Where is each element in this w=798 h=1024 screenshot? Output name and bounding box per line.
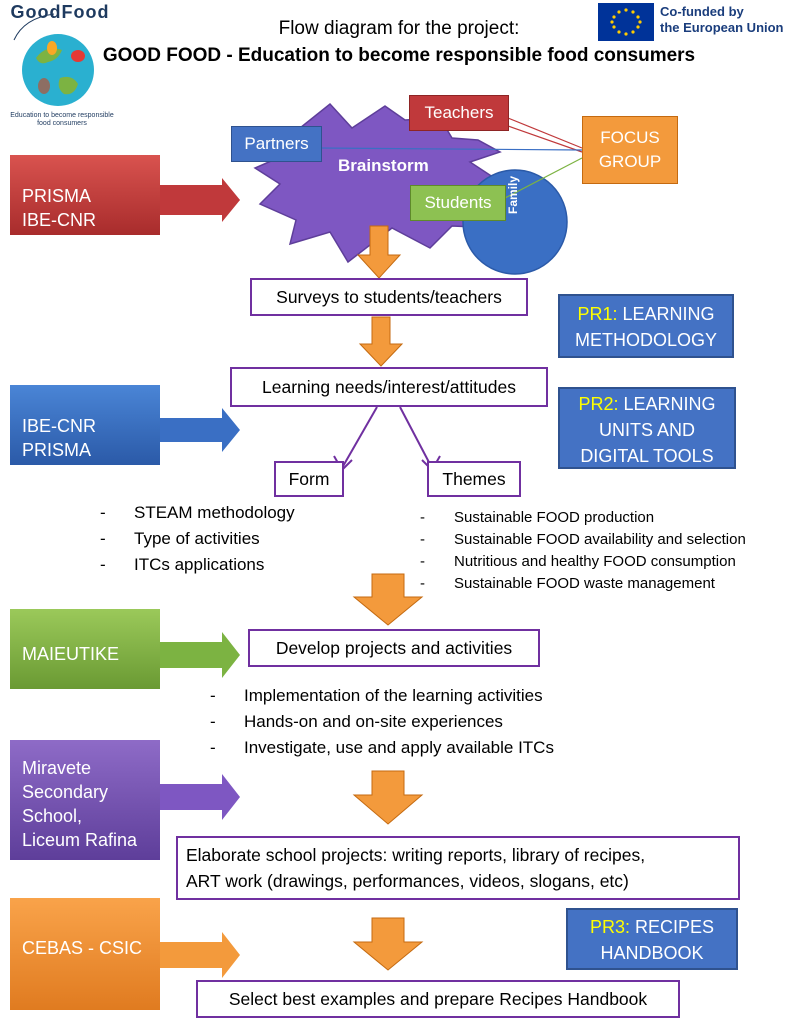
pr1-line2: METHODOLOGY [574, 330, 717, 350]
form-box: Form [274, 461, 344, 497]
org-1-line-2: IBE-CNR [22, 210, 97, 230]
pr1-line1: PR1: LEARNING [560, 301, 732, 327]
list-item: Investigate, use and apply available ITC… [210, 735, 554, 761]
pr1-code: PR1: [577, 304, 618, 324]
pr2-line3: DIGITAL TOOLS [580, 446, 714, 466]
logo-tagline: Education to become responsible food con… [10, 112, 114, 127]
pr3-line2: HANDBOOK [600, 943, 704, 963]
focus-group-box: FOCUS GROUP [582, 116, 678, 184]
org-label-miravete: Miravete Secondary School, Liceum Rafina [10, 748, 160, 852]
org-4-line-2: Secondary [22, 782, 109, 802]
develop-items-list: Implementation of the learning activitie… [210, 683, 554, 761]
down-arrow-1 [356, 225, 402, 279]
brainstorm-label: Brainstorm [338, 156, 429, 175]
pr3-box: PR3: RECIPES HANDBOOK [566, 908, 738, 970]
org-3-line-1: MAIEUTIKE [22, 644, 120, 664]
pr1-title-part1: LEARNING [617, 304, 715, 324]
list-item: Sustainable FOOD production [420, 507, 746, 529]
list-item: STEAM methodology [100, 500, 295, 526]
diagram-title-line1: Flow diagram for the project: [278, 18, 520, 39]
org-5-line-1: CEBAS - CSIC [22, 938, 143, 958]
themes-box: Themes [427, 461, 521, 497]
org-label-ibe-prisma: IBE-CNR PRISMA [10, 406, 160, 462]
org-label-cebas: CEBAS - CSIC [10, 936, 160, 960]
diagram-title-line2: GOOD FOOD - Education to become responsi… [102, 45, 696, 66]
elaborate-box: Elaborate school projects: writing repor… [176, 836, 740, 900]
list-item: Type of activities [100, 526, 295, 552]
org-block-shape-1 [10, 155, 240, 235]
focus-group-line2: GROUP [598, 152, 662, 171]
pr2-line1: PR2: LEARNING [560, 391, 734, 417]
list-item: Hands-on and on-site experiences [210, 709, 554, 735]
org-4-line-1: Miravete [22, 758, 92, 778]
develop-box: Develop projects and activities [248, 629, 540, 667]
teachers-box: Teachers [409, 95, 509, 131]
eu-badge-line1: Co-funded by [660, 4, 744, 19]
pr1-box: PR1: LEARNING METHODOLOGY [558, 294, 734, 358]
org-2-line-1: IBE-CNR [22, 416, 97, 436]
org-block-shape-4 [10, 740, 240, 860]
select-box: Select best examples and prepare Recipes… [196, 980, 680, 1018]
goodfood-logo-icon [13, 13, 94, 106]
pr2-code: PR2: [578, 394, 619, 414]
eu-flag-icon [598, 3, 654, 41]
list-item: ITCs applications [100, 552, 295, 578]
pr2-box: PR2: LEARNING UNITS AND DIGITAL TOOLS [558, 387, 736, 469]
elaborate-line2: ART work (drawings, performances, videos… [186, 871, 629, 891]
learning-needs-box: Learning needs/interest/attitudes [230, 367, 548, 407]
org-label-prisma-ibe: PRISMA IBE-CNR [10, 176, 160, 232]
list-item: Sustainable FOOD availability and select… [420, 529, 746, 551]
surveys-box: Surveys to students/teachers [250, 278, 528, 316]
org-block-shape-5 [10, 898, 240, 1010]
list-item: Implementation of the learning activitie… [210, 683, 554, 709]
org-4-line-4: Liceum Rafina [22, 830, 138, 850]
list-item: Nutritious and healthy FOOD consumption [420, 551, 746, 573]
org-label-maieutike: MAIEUTIKE [10, 642, 160, 666]
students-box: Students [410, 185, 506, 221]
theme-items-list: Sustainable FOOD production Sustainable … [420, 507, 746, 595]
form-items-list: STEAM methodology Type of activities ITC… [100, 500, 295, 578]
pr3-code: PR3: [589, 917, 630, 937]
branch-arrows [333, 406, 441, 472]
pr2-line2: UNITS AND [598, 420, 695, 440]
down-arrow-3 [352, 573, 424, 626]
eu-badge: Co-funded by the European Union [660, 4, 784, 36]
pr3-line1: PR3: RECIPES [568, 914, 736, 940]
focus-group-line1: FOCUS [600, 128, 660, 147]
pr2-title-part1: LEARNING [618, 394, 716, 414]
down-arrow-4 [352, 770, 424, 825]
org-1-line-1: PRISMA [22, 186, 92, 206]
logo-wordmark: GoodFood [10, 2, 110, 22]
down-arrow-5 [352, 917, 424, 971]
org-block-shape-2 [10, 385, 240, 465]
org-4-line-3: School, [22, 806, 83, 826]
org-block-shape-3 [10, 609, 240, 689]
org-2-line-2: PRISMA [22, 440, 92, 460]
elaborate-line1: Elaborate school projects: writing repor… [186, 845, 646, 865]
eu-badge-line2: the European Union [660, 20, 784, 35]
down-arrow-2 [358, 316, 404, 367]
pr3-title-part1: RECIPES [630, 917, 715, 937]
partners-box: Partners [231, 126, 322, 162]
list-item: Sustainable FOOD waste management [420, 573, 746, 595]
family-label: Family [506, 175, 520, 214]
